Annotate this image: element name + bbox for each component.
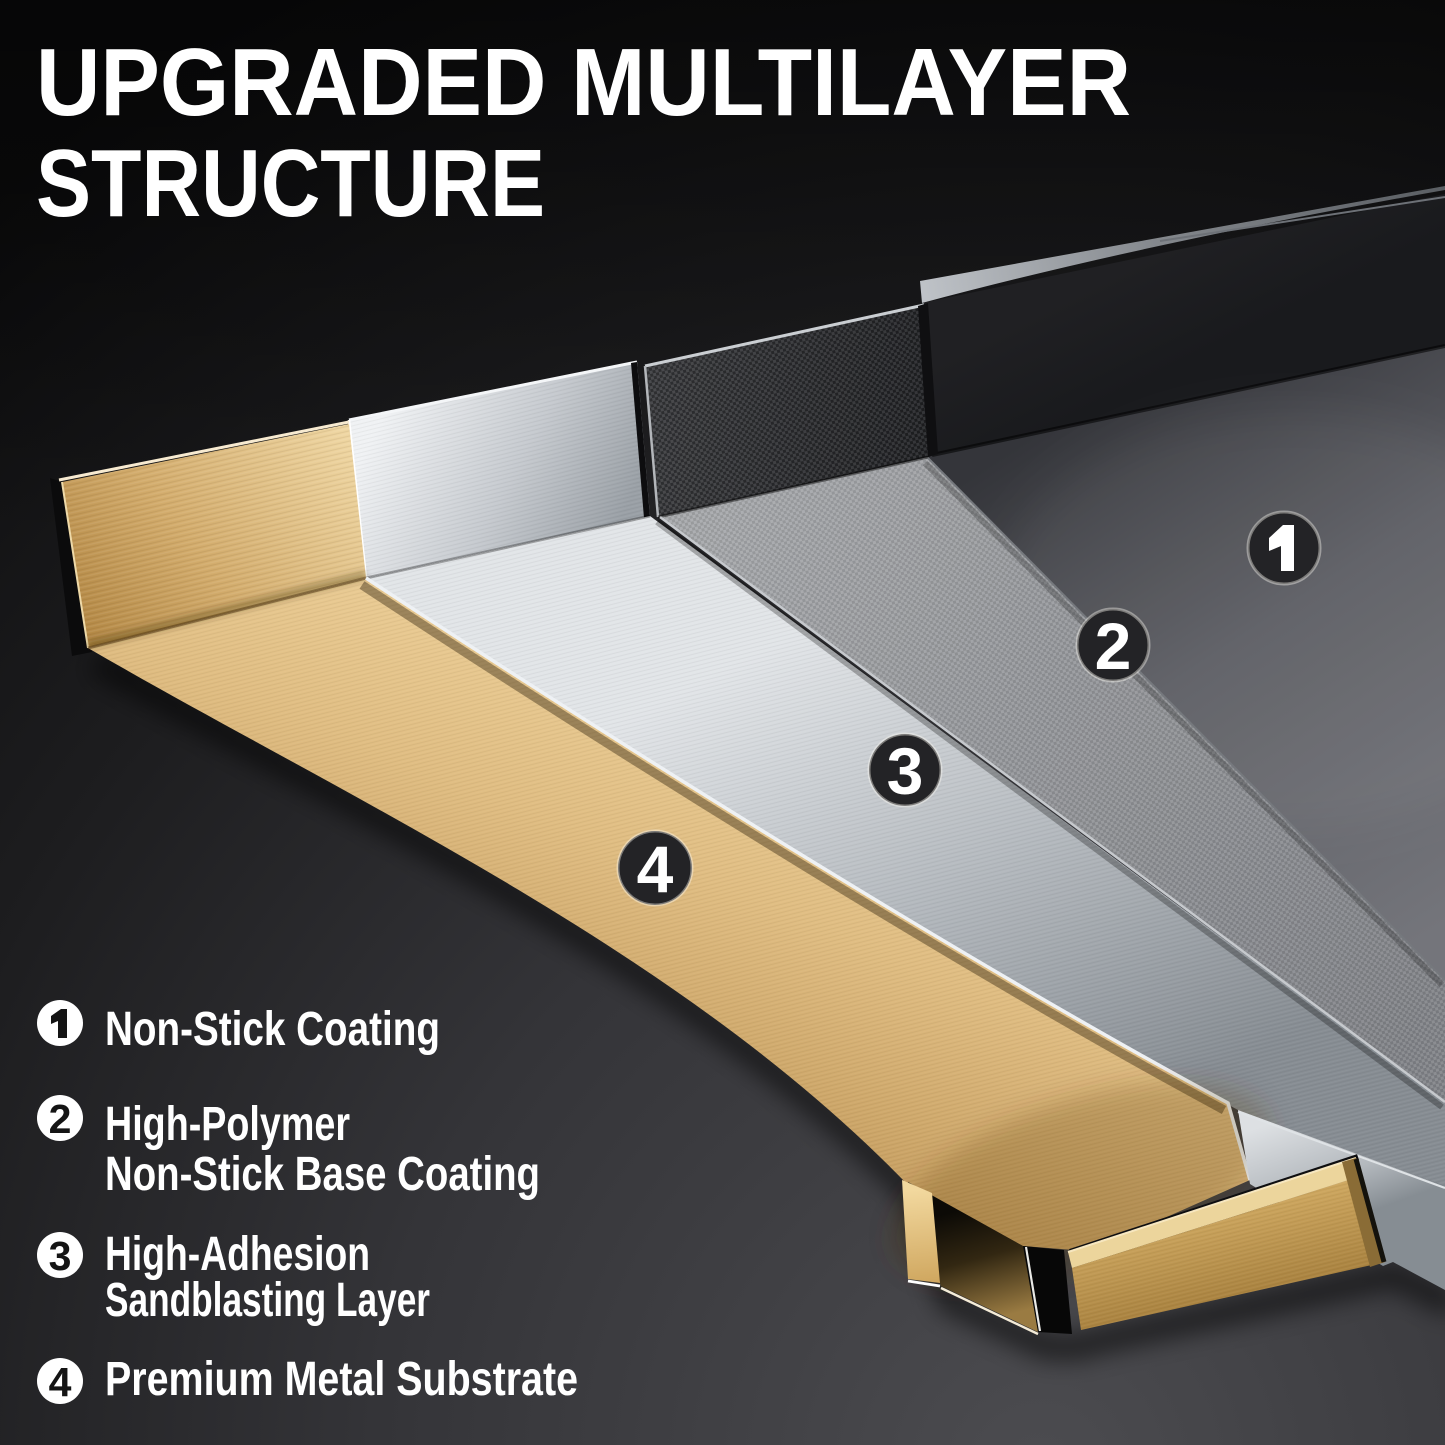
svg-text:UPGRADED MULTILAYER: UPGRADED MULTILAYER (36, 29, 1131, 136)
svg-text:3: 3 (887, 734, 924, 808)
svg-text:High-Adhesion: High-Adhesion (105, 1228, 370, 1281)
svg-text:STRUCTURE: STRUCTURE (36, 130, 545, 237)
svg-text:4: 4 (49, 1359, 72, 1405)
svg-text:4: 4 (637, 832, 674, 906)
svg-text:Non-Stick Coating: Non-Stick Coating (105, 1003, 440, 1056)
svg-text:Sandblasting Layer: Sandblasting Layer (105, 1274, 430, 1327)
svg-text:2: 2 (49, 1096, 72, 1142)
svg-text:Non-Stick Base Coating: Non-Stick Base Coating (105, 1148, 540, 1201)
svg-text:3: 3 (49, 1233, 72, 1279)
svg-text:High-Polymer: High-Polymer (105, 1098, 350, 1151)
svg-text:2: 2 (1095, 609, 1132, 683)
svg-text:Premium Metal Substrate: Premium Metal Substrate (105, 1353, 578, 1406)
